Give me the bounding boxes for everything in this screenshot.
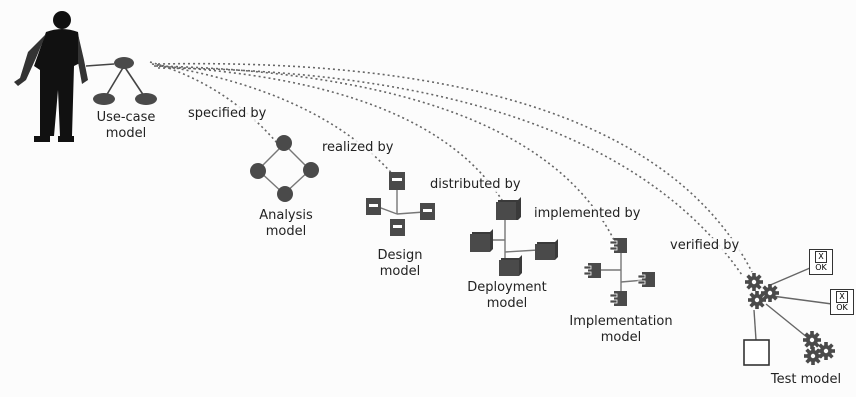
- actor-icon: [14, 11, 88, 142]
- design-model-icon: [366, 172, 435, 236]
- deployment-model-label-line1: Deployment: [467, 280, 547, 295]
- trace-curve-extra: [157, 67, 743, 276]
- design-model-label: Design model: [360, 248, 440, 280]
- implementation-model-label-line2: model: [600, 330, 642, 345]
- test-case-box-1-top: X: [815, 251, 827, 263]
- analysis-model-label-line1: Analysis: [259, 208, 313, 223]
- use-case-model-label-line1: Use-case: [96, 110, 156, 125]
- relation-realized-by: realized by: [320, 140, 396, 155]
- use-case-model-label: Use-case model: [86, 110, 166, 142]
- implementation-model-label-line1: Implementation: [569, 314, 673, 329]
- design-model-label-line1: Design: [377, 248, 423, 263]
- deployment-model-icon: [470, 197, 558, 276]
- test-case-box-1-bottom: OK: [815, 263, 827, 272]
- analysis-model-icon: [250, 135, 319, 202]
- relation-specified-by: specified by: [186, 106, 269, 121]
- relation-distributed-by: distributed by: [428, 177, 523, 192]
- relation-implemented-by: implemented by: [532, 206, 643, 221]
- test-model-icon: [743, 267, 835, 366]
- test-case-box-2: X OK: [830, 289, 854, 315]
- trace-curve-test: [157, 62, 753, 273]
- relation-verified-by: verified by: [668, 238, 742, 253]
- implementation-model-icon: [583, 237, 656, 307]
- deployment-model-label: Deployment model: [452, 280, 562, 312]
- trace-curve-deployment: [153, 65, 506, 206]
- use-case-model-icon: [93, 57, 157, 105]
- trace-curve-implementation: [155, 65, 615, 241]
- trace-curve-design: [151, 63, 397, 179]
- test-model-label-line1: Test model: [770, 372, 842, 387]
- analysis-model-label: Analysis model: [246, 208, 326, 240]
- test-case-box-1: X OK: [809, 249, 833, 275]
- trace-curves: [149, 61, 753, 276]
- implementation-model-label: Implementation model: [556, 314, 686, 346]
- test-case-box-2-bottom: OK: [836, 303, 848, 312]
- test-case-box-2-top: X: [836, 291, 848, 303]
- actor-association-line: [85, 63, 115, 67]
- use-case-model-label-line2: model: [105, 126, 147, 141]
- design-model-label-line2: model: [379, 264, 421, 279]
- analysis-model-label-line2: model: [265, 224, 307, 239]
- deployment-model-label-line2: model: [486, 296, 528, 311]
- trace-curve-analysis: [149, 61, 284, 151]
- test-model-label: Test model: [756, 372, 856, 388]
